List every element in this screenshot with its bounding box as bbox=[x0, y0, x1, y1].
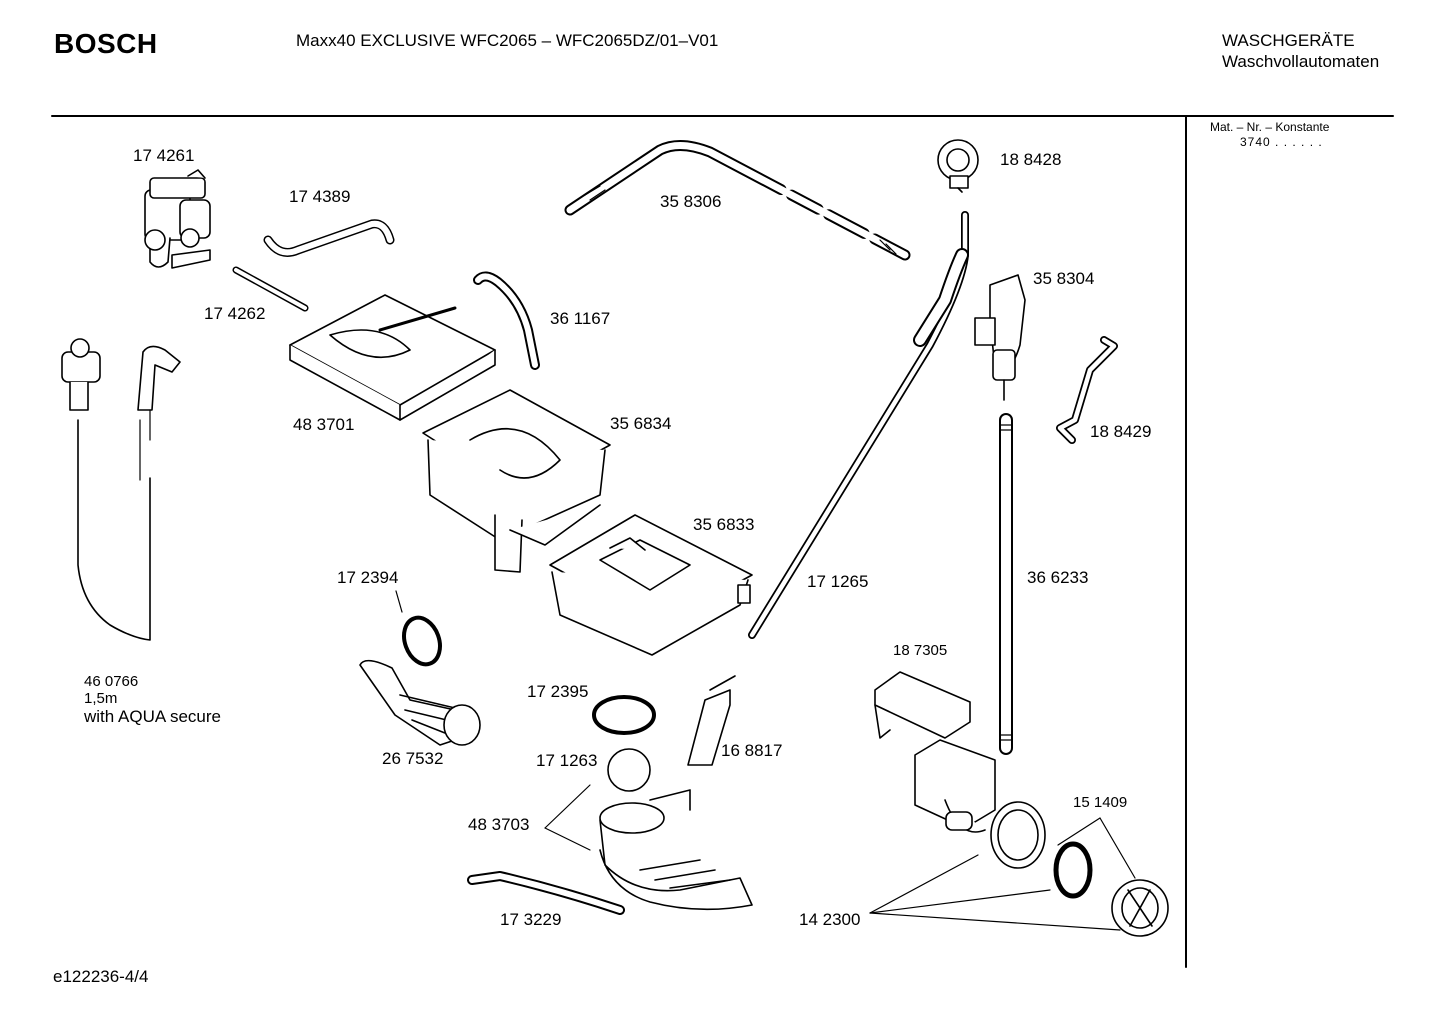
part-label-187305: 18 7305 bbox=[893, 642, 948, 659]
part-label-358306: 35 8306 bbox=[660, 192, 722, 211]
detergent-drawer-drawing bbox=[549, 514, 753, 656]
part-label-168817: 16 8817 bbox=[721, 741, 783, 760]
bellows-hose-drawing bbox=[359, 659, 481, 746]
part-label-174262: 17 4262 bbox=[204, 304, 266, 323]
document-id: e122236-4/4 bbox=[53, 967, 149, 986]
part-label-173229: 17 3229 bbox=[500, 910, 562, 929]
subcategory-title: Waschvollautomaten bbox=[1222, 52, 1380, 71]
part-label-460766-length: 1,5m bbox=[84, 690, 118, 707]
brand-logo: BOSCH bbox=[54, 28, 158, 59]
sensor-168817-drawing bbox=[687, 675, 736, 766]
sump-hose-drawing bbox=[599, 789, 753, 911]
pressure-switch-drawing bbox=[937, 139, 979, 193]
part-label-188428: 18 8428 bbox=[1000, 150, 1062, 169]
cover-187305-drawing bbox=[874, 671, 971, 739]
part-label-172395: 17 2395 bbox=[527, 682, 589, 701]
part-label-358304: 35 8304 bbox=[1033, 269, 1095, 288]
inlet-hose-drawing bbox=[61, 338, 181, 641]
part-label-267532: 26 7532 bbox=[382, 749, 444, 768]
seal-151409-drawing bbox=[1053, 841, 1093, 899]
part-label-171265: 17 1265 bbox=[807, 572, 869, 591]
part-label-460766: 46 0766 bbox=[84, 673, 139, 690]
part-label-483703: 48 3703 bbox=[468, 815, 530, 834]
part-label-483701: 48 3701 bbox=[293, 415, 355, 434]
ring-172394-drawing bbox=[402, 615, 442, 667]
dispenser-lid-drawing bbox=[289, 294, 496, 421]
material-number-value: 3740 . . . . . . bbox=[1240, 135, 1323, 149]
air-chamber-drawing bbox=[974, 274, 1026, 401]
inlet-valve-drawing bbox=[144, 169, 211, 269]
hose-358306-drawing bbox=[564, 140, 911, 261]
leader-lines bbox=[395, 590, 1136, 931]
part-label-174389: 17 4389 bbox=[289, 187, 351, 206]
part-label-171263: 17 1263 bbox=[536, 751, 598, 770]
part-label-460766-description: with AQUA secure bbox=[84, 707, 222, 726]
category-title: WASCHGERÄTE bbox=[1222, 31, 1355, 50]
part-label-356833: 35 6833 bbox=[693, 515, 755, 534]
part-label-188429: 18 8429 bbox=[1090, 422, 1152, 441]
part-label-172394: 17 2394 bbox=[337, 568, 399, 587]
part-label-361167: 36 1167 bbox=[550, 309, 611, 328]
drain-pump-drawing bbox=[914, 739, 1046, 869]
material-number-label: Mat. – Nr. – Konstante bbox=[1210, 120, 1330, 134]
part-label-174261: 17 4261 bbox=[133, 146, 195, 165]
filter-drawing bbox=[1111, 879, 1169, 937]
ball-171263-drawing bbox=[607, 748, 651, 792]
model-title: Maxx40 EXCLUSIVE WFC2065 – WFC2065DZ/01–… bbox=[296, 31, 719, 50]
ring-172395-drawing bbox=[592, 695, 656, 735]
part-label-356834: 35 6834 bbox=[610, 414, 672, 433]
part-label-366233: 36 6233 bbox=[1027, 568, 1089, 587]
part-label-151409: 15 1409 bbox=[1073, 794, 1128, 811]
part-label-142300: 14 2300 bbox=[799, 910, 861, 929]
dispenser-housing-drawing bbox=[422, 389, 611, 573]
